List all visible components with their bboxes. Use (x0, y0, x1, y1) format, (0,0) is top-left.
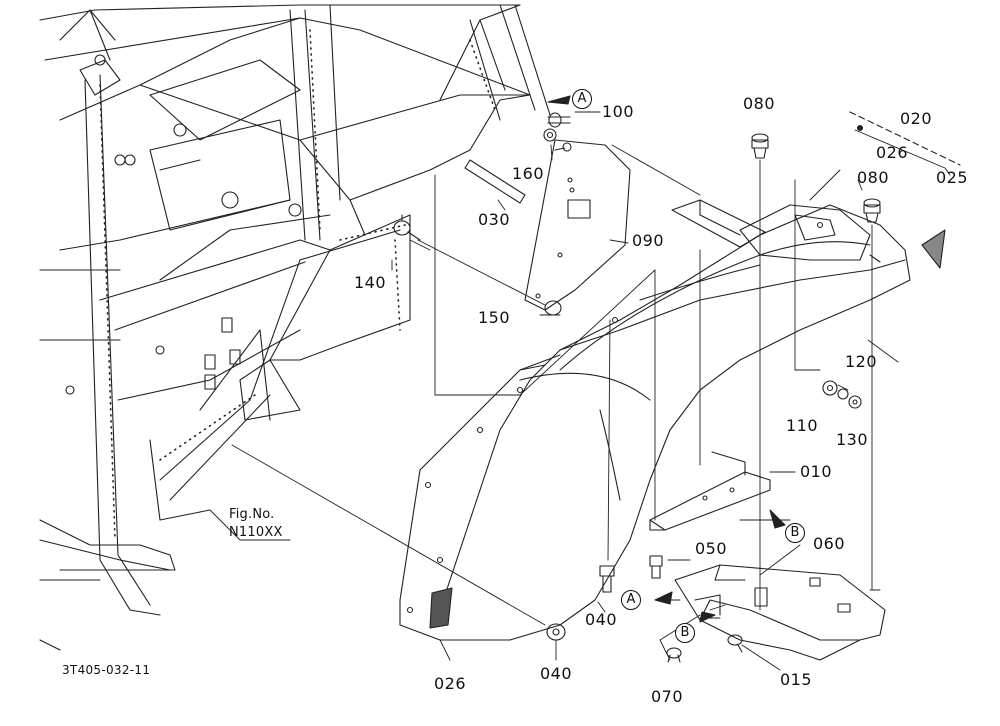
part-label-030: 030 (478, 210, 511, 229)
part-label-026-bottom: 026 (434, 674, 467, 693)
part-label-040-lower: 040 (540, 664, 573, 683)
part-label-060: 060 (813, 534, 846, 553)
part-label-160: 160 (512, 164, 545, 183)
hardware (393, 112, 946, 663)
ref-arrows (547, 95, 786, 623)
group-dot (856, 124, 864, 132)
bracket-plate (524, 139, 631, 311)
bracket-010 (649, 451, 771, 531)
part-label-010: 010 (800, 462, 833, 481)
part-label-050: 050 (695, 539, 728, 558)
part-label-130: 130 (836, 430, 869, 449)
ref-mark-b-bottom: B (675, 623, 695, 643)
part-label-020: 020 (900, 109, 933, 128)
part-label-015: 015 (780, 670, 813, 689)
part-label-150: 150 (478, 308, 511, 327)
leader-lines (209, 111, 951, 671)
ref-mark-a-top: A (572, 89, 592, 109)
figure-ref-title: Fig.No. (229, 507, 275, 522)
part-label-090: 090 (632, 231, 665, 250)
ref-mark-b-right: B (785, 523, 805, 543)
part-label-080-left: 080 (743, 94, 776, 113)
part-label-025: 025 (936, 168, 969, 187)
plate-060 (674, 564, 886, 661)
group-bracket-line (849, 111, 961, 166)
drawing-code: 3T405-032-11 (62, 663, 151, 677)
figure-ref-number: N110XX (229, 525, 283, 540)
part-label-026-top: 026 (876, 143, 909, 162)
part-label-140: 140 (354, 273, 387, 292)
part-label-110: 110 (786, 416, 819, 435)
part-label-120: 120 (845, 352, 878, 371)
part-label-080-right: 080 (857, 168, 890, 187)
cabin-frame (39, 4, 551, 651)
bar-030 (464, 159, 526, 204)
ref-mark-a-bottom: A (621, 590, 641, 610)
part-label-070: 070 (651, 687, 684, 706)
part-label-100: 100 (602, 102, 635, 121)
part-label-040-upper: 040 (585, 610, 618, 629)
